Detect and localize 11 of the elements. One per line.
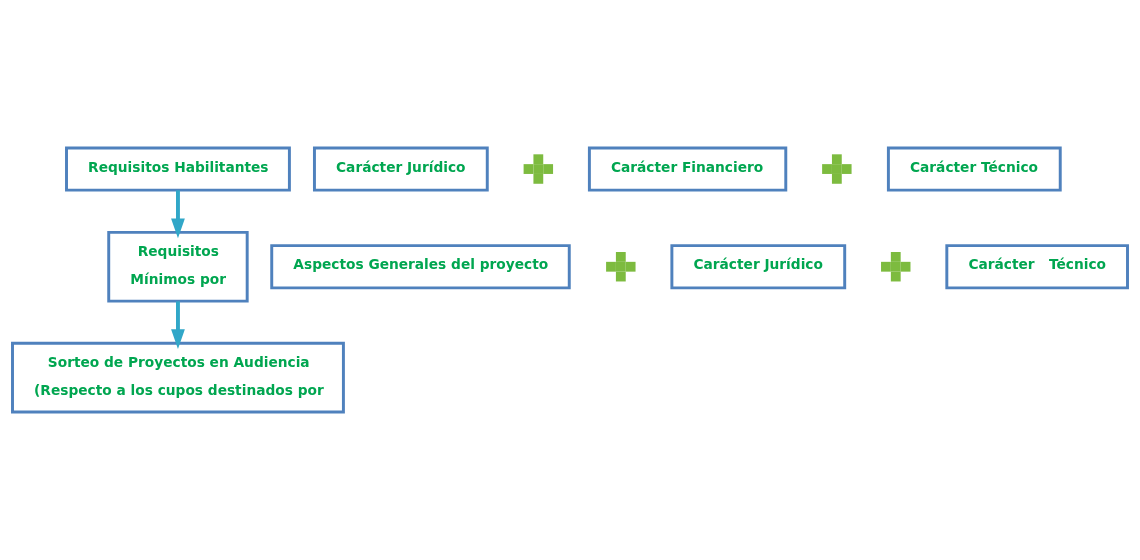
node-box: Carácter Técnico [945,244,1129,290]
node-box: Sorteo de Proyectos en Audiencia (Respecto a los cupos destinados por [11,341,345,414]
node-box: Carácter Jurídico [670,244,847,290]
arrow [171,301,185,349]
node-box: Carácter Jurídico [312,146,489,192]
node-box: Carácter Financiero [587,146,788,192]
node-box: Requisitos Mínimos por [107,230,249,303]
node-box: Requisitos Habilitantes [65,146,291,192]
node-box: Aspectos Generales del proyecto [270,244,571,290]
node-box: Carácter Técnico [886,146,1062,192]
arrow [171,190,185,239]
